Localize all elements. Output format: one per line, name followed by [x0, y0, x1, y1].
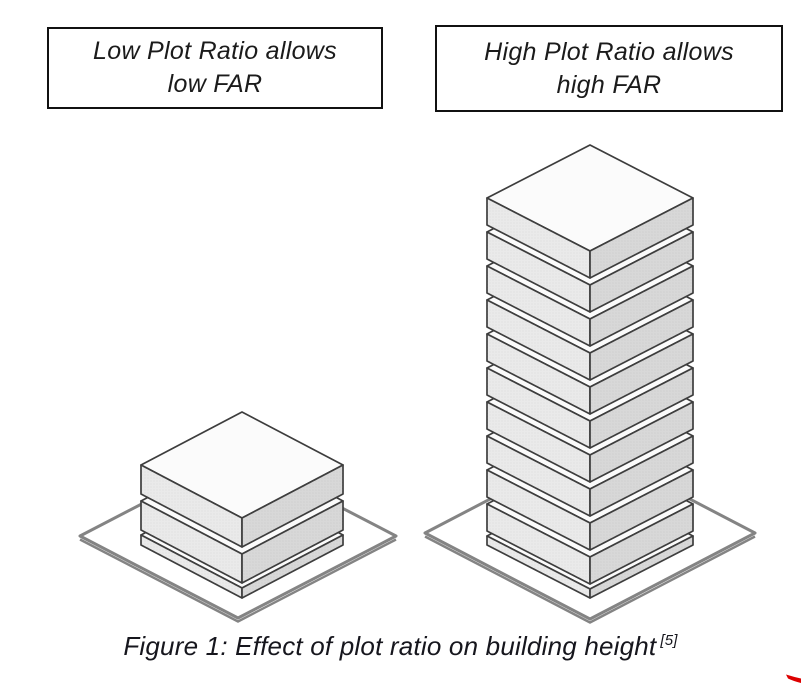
- label-low-line1: Low Plot Ratio allows: [93, 37, 337, 65]
- floor-slab-5-right-texture: [590, 368, 693, 448]
- figure-caption-text: Figure 1: Effect of plot ratio on buildi…: [123, 631, 657, 661]
- floor-slab-9-left-texture: [487, 232, 590, 312]
- floor-slab-1-left-texture: [141, 501, 242, 583]
- floor-slab-5-left-texture: [487, 368, 590, 448]
- label-box-low-plot-ratio: Low Plot Ratio allows low FAR: [47, 27, 383, 109]
- floor-slab-2-left-texture: [487, 470, 590, 550]
- label-high-line1: High Plot Ratio allows: [484, 37, 734, 66]
- citation-reference: [5]: [660, 632, 678, 649]
- label-box-high-plot-ratio: High Plot Ratio allows high FAR: [435, 25, 783, 112]
- high-plot-ratio-building: [423, 144, 757, 624]
- floor-slab-10-left-texture: [487, 198, 590, 278]
- floor-slab-2-left-texture: [141, 465, 242, 547]
- floor-slab-1-right-texture: [590, 504, 693, 584]
- floor-slab-3-right-texture: [590, 436, 693, 516]
- ground-plate-thickness: [79, 538, 397, 623]
- base-slab-right-texture: [590, 536, 693, 598]
- red-pen-mark: [786, 674, 801, 683]
- floor-slab-4-left-texture: [487, 402, 590, 482]
- base-slab-right-texture: [242, 535, 343, 598]
- floor-slab-7-right-texture: [590, 300, 693, 380]
- floor-slab-3-left-texture: [487, 436, 590, 516]
- red-pen-stroke: [786, 674, 801, 683]
- floor-slab-8-left-texture: [487, 266, 590, 346]
- floor-slab-10-right-texture: [590, 198, 693, 278]
- low-plot-ratio-building: [78, 411, 398, 623]
- floor-slab-6-left-texture: [487, 334, 590, 414]
- base-slab-left-texture: [487, 536, 590, 598]
- floor-slab-2-right-texture: [590, 470, 693, 550]
- label-low-line2: low FAR: [167, 70, 263, 98]
- floor-slab-1-right-texture: [242, 501, 343, 583]
- floor-slab-1-left-texture: [487, 504, 590, 584]
- floor-slab-9-right-texture: [590, 232, 693, 312]
- floor-slab-6-right-texture: [590, 334, 693, 414]
- floor-slab-7-left-texture: [487, 300, 590, 380]
- ground-plate-thickness: [424, 535, 756, 624]
- label-high-line2: high FAR: [556, 70, 662, 99]
- base-slab-left-texture: [141, 535, 242, 598]
- floor-slab-8-right-texture: [590, 266, 693, 346]
- floor-slab-2-right-texture: [242, 465, 343, 547]
- floor-slab-4-right-texture: [590, 402, 693, 482]
- figure-caption: Figure 1: Effect of plot ratio on buildi…: [0, 631, 801, 662]
